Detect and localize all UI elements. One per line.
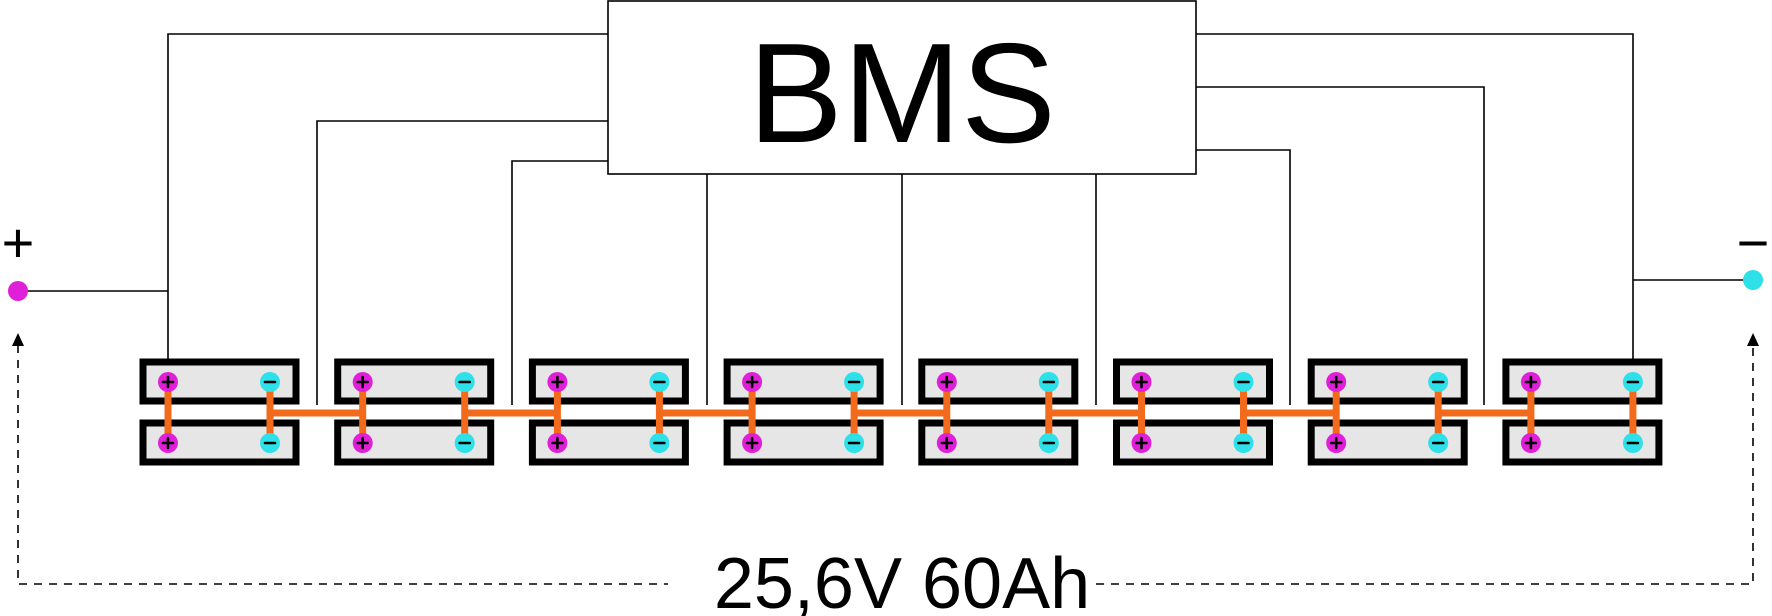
bms-box — [607, 0, 1197, 175]
bms-label: BMS — [748, 14, 1056, 173]
arrow-up-icon — [1747, 333, 1759, 346]
sense-wire-2 — [316, 120, 608, 405]
negative-output-terminal — [1743, 270, 1763, 290]
dashed-measure-line-right — [1096, 345, 1754, 585]
sense-wire-3 — [511, 160, 608, 405]
pack-rating: 25,6V 60Ah — [714, 544, 1090, 616]
sense-wire-7 — [1196, 149, 1291, 405]
sense-wire-1 — [167, 33, 608, 378]
sense-wire-9 — [1196, 33, 1634, 380]
bms-sense-wires — [167, 33, 1634, 405]
minus-icon: − — [1737, 211, 1770, 274]
plus-icon: + — [2, 211, 35, 274]
sense-wire-8 — [1196, 86, 1485, 405]
cells-layer — [139, 358, 1663, 466]
arrow-up-icon — [12, 333, 24, 346]
dashed-measure-line-left — [17, 345, 668, 585]
positive-output-terminal — [8, 281, 28, 301]
